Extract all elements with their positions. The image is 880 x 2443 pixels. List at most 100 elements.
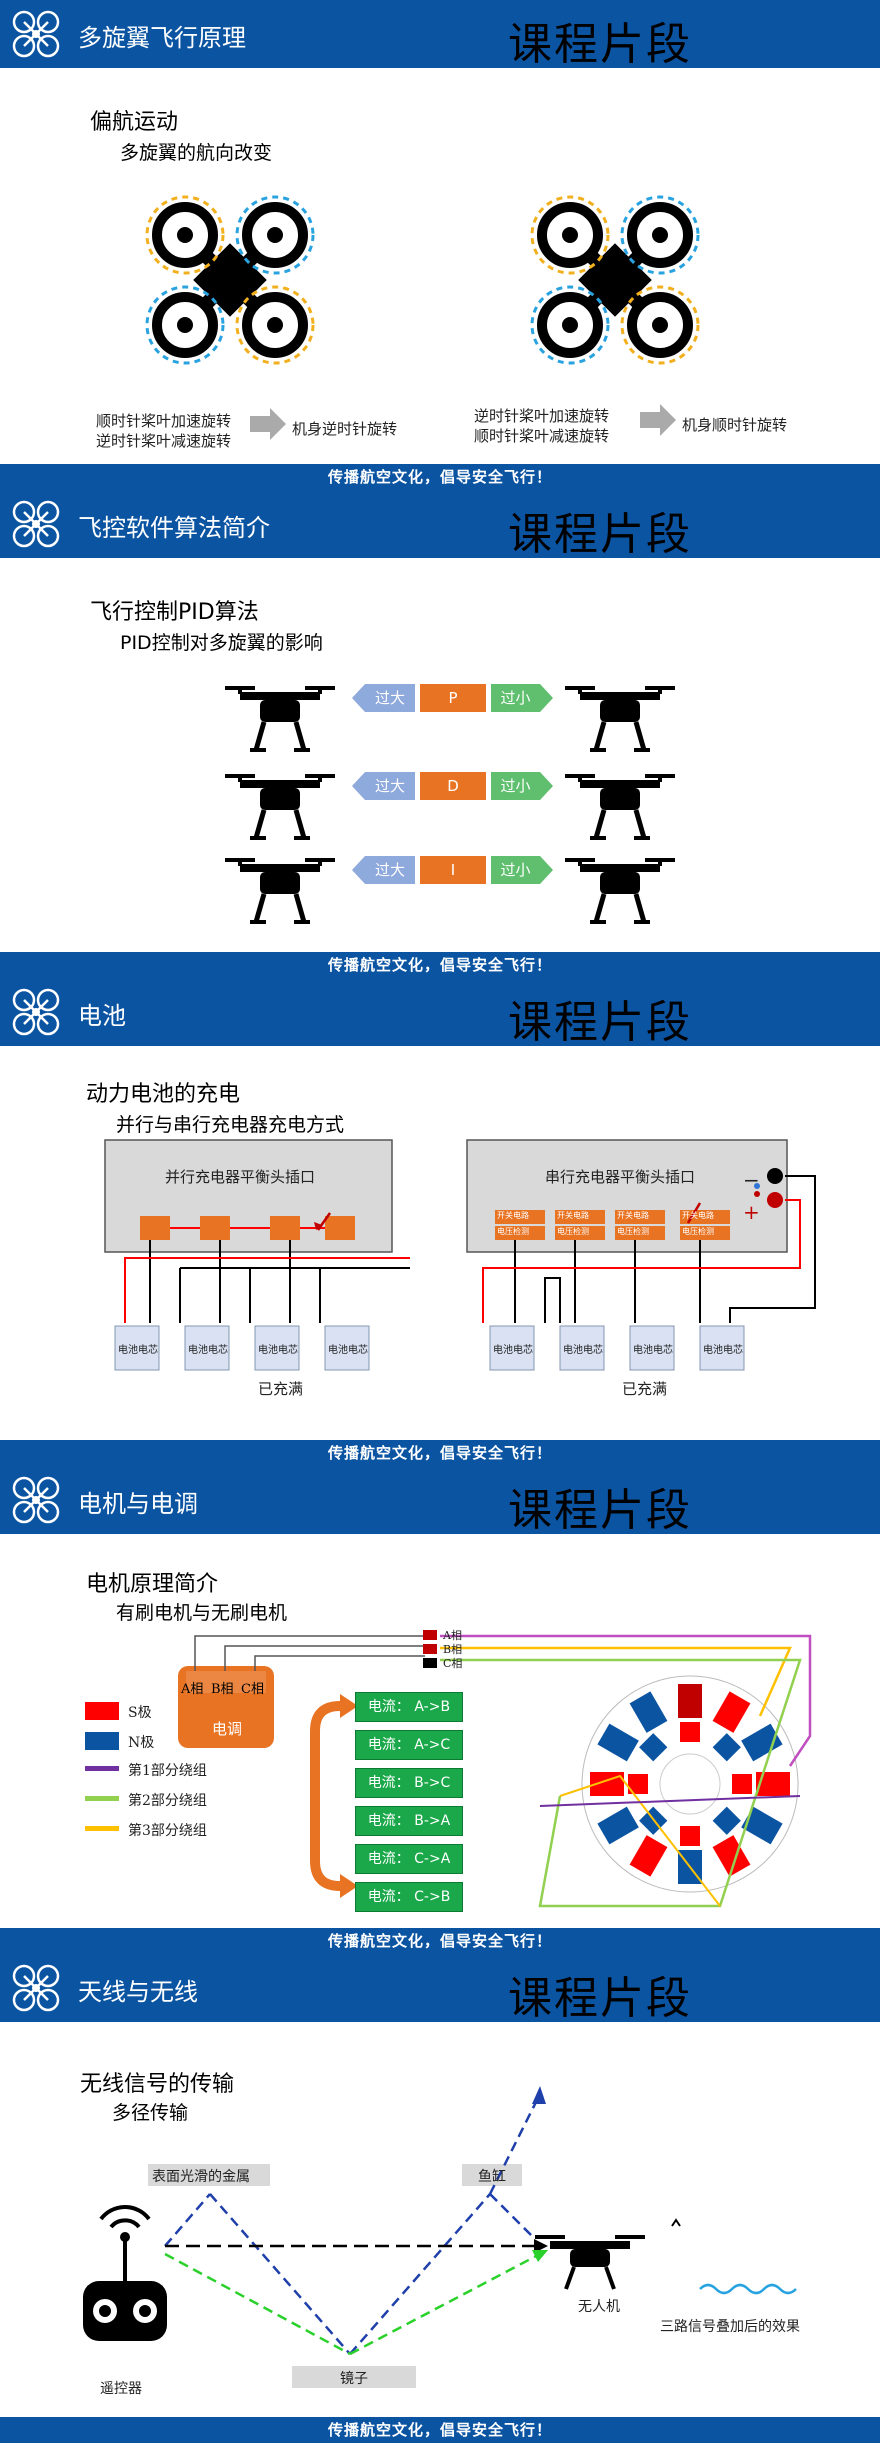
mirror-label: 镜子: [340, 2371, 368, 2387]
pid-diagram: [0, 490, 880, 978]
slide-header: 电池 课程片段: [0, 978, 880, 1048]
plus-terminal-icon: [767, 1192, 783, 1208]
current-box: 电流： A->C: [355, 1730, 463, 1760]
drone-logo-icon: [12, 1964, 60, 2012]
drone-label: 无人机: [578, 2299, 620, 2315]
cycle-arrow-icon: [310, 1701, 341, 1891]
arrow-right-icon: [640, 404, 676, 436]
fully-charged-label: 已充满: [258, 1380, 304, 1398]
cell-label: 电池电芯: [258, 1345, 298, 1356]
yaw-diagram: [145, 195, 700, 440]
left-result-label: 机身逆时针旋转: [292, 420, 398, 438]
pid-arrows: [352, 684, 553, 884]
too-large-label: 过大: [374, 777, 405, 795]
too-large-label: 过大: [374, 861, 405, 879]
drone-icon: [535, 2235, 645, 2290]
cell-label: 电池电芯: [188, 1345, 228, 1356]
plus-label: +: [743, 1200, 760, 1224]
quadcopter-left-icon: [145, 195, 315, 365]
left-ccw-label: 逆时针桨叶减速旋转: [96, 432, 232, 450]
bullet-main: 电机原理简介: [86, 1572, 219, 1597]
switch-label: 开关电路: [497, 1211, 529, 1220]
switch-label: 开关电路: [617, 1211, 649, 1220]
legend-n-label: N极: [128, 1735, 155, 1751]
legend-swatch-3: [85, 1826, 119, 1831]
voltage-label: 电压检测: [557, 1227, 589, 1236]
right-result-label: 机身顺时针旋转: [682, 416, 788, 434]
slide-footer: 传播航空文化，倡导安全飞行！: [0, 1928, 880, 1954]
drone-logo-icon: [12, 10, 60, 58]
metal-label: 表面光滑的金属: [152, 2169, 250, 2185]
left-cw-label: 顺时针桨叶加速旋转: [96, 412, 232, 430]
esc-label: 电调: [212, 1720, 243, 1738]
multipath-diagram: [83, 2086, 797, 2388]
slide-header: 多旋翼飞行原理 课程片段: [0, 0, 880, 70]
legend-swatch-n: [85, 1732, 119, 1750]
esc-phase-a: A相: [181, 1682, 204, 1697]
bullet-sub: 并行与串行充电器充电方式: [116, 1114, 345, 1136]
bullet-main: 无线信号的传输: [80, 2072, 235, 2097]
footer-text: 传播航空文化，倡导安全飞行！: [327, 1932, 552, 1950]
quadcopter-right-icon: [530, 195, 700, 365]
footer-text: 传播航空文化，倡导安全飞行！: [327, 1444, 552, 1462]
slide-antenna-wireless: 天线与无线 课程片段 无线信号的传输 多径传输: [0, 1954, 880, 2443]
phase-b-label: B相: [443, 1643, 463, 1656]
slide-footer: 传播航空文化，倡导安全飞行！: [0, 1440, 880, 1466]
pid-d-label: D: [447, 777, 459, 795]
too-small-label: 过小: [500, 861, 531, 879]
legend-swatch-2: [85, 1796, 119, 1801]
course-label: 课程片段: [508, 19, 692, 70]
slide-footer: 传播航空文化，倡导安全飞行！: [0, 2417, 880, 2443]
slide-multirotor-principle: 多旋翼飞行原理 课程片段 偏航运动 多旋翼的航向改变: [0, 0, 880, 490]
bullet-main: 飞行控制PID算法: [90, 600, 259, 625]
course-label: 课程片段: [508, 997, 692, 1048]
phase-terminals: [423, 1630, 437, 1668]
too-small-label: 过小: [500, 689, 531, 707]
right-cw-label: 顺时针桨叶减速旋转: [474, 427, 610, 445]
switch-label: 开关电路: [557, 1211, 589, 1220]
drone-logo-icon: [12, 988, 60, 1036]
course-label: 课程片段: [508, 1485, 692, 1536]
drone-logo-icon: [12, 500, 60, 548]
esc-box: [178, 1666, 274, 1748]
current-box: 电流： A->B: [355, 1692, 463, 1722]
serial-charger-title: 串行充电器平衡头插口: [545, 1168, 696, 1186]
legend-swatch-s: [85, 1702, 119, 1720]
phase-c-label: C相: [443, 1657, 463, 1670]
course-label: 课程片段: [508, 509, 692, 560]
cell-label: 电池电芯: [563, 1345, 603, 1356]
bullet-sub: PID控制对多旋翼的影响: [120, 632, 323, 654]
legend-swatch-1: [85, 1766, 119, 1771]
pid-i-label: I: [450, 861, 456, 879]
arrow-up-icon: [532, 2086, 546, 2104]
fishtank-label: 鱼缸: [478, 2169, 506, 2185]
esc-phase-b: B相: [211, 1682, 234, 1697]
slide-footer: 传播航空文化，倡导安全飞行！: [0, 464, 880, 490]
current-box: 电流： B->A: [355, 1806, 463, 1836]
cell-label: 电池电芯: [703, 1345, 743, 1356]
parallel-charger-title: 并行充电器平衡头插口: [165, 1168, 316, 1186]
fishtank-box: [462, 2164, 522, 2186]
slide-footer: 传播航空文化，倡导安全飞行！: [0, 952, 880, 978]
voltage-label: 电压检测: [497, 1227, 529, 1236]
remote-label: 遥控器: [100, 2381, 142, 2397]
right-ccw-label: 逆时针桨叶加速旋转: [474, 407, 610, 425]
slide-header: 天线与无线 课程片段: [0, 1954, 880, 2024]
slide-flight-control: 飞控软件算法简介 课程片段 飞行控制PID算法 PID控制对多旋翼的影响: [0, 490, 880, 978]
footer-text: 传播航空文化，倡导安全飞行！: [327, 468, 552, 486]
parallel-balance-ports: [140, 1216, 355, 1240]
bullet-sub: 多径传输: [112, 2102, 189, 2124]
legend-winding-1-label: 第1部分绕组: [128, 1763, 207, 1779]
slide-header: 电机与电调 课程片段: [0, 1466, 880, 1536]
switch-label: 开关电路: [682, 1211, 714, 1220]
voltage-label: 电压检测: [682, 1227, 714, 1236]
stator-ring: [581, 1675, 799, 1893]
arrow-right-icon: [250, 408, 286, 440]
signal-wave-icon: [699, 2283, 797, 2295]
slide-title: 多旋翼飞行原理: [78, 24, 246, 52]
pid-p-label: P: [448, 689, 458, 707]
legend-s-label: S极: [128, 1705, 152, 1721]
too-small-label: 过小: [500, 777, 531, 795]
current-box: 电流： C->A: [355, 1844, 463, 1874]
esc-phase-c: C相: [241, 1682, 264, 1697]
